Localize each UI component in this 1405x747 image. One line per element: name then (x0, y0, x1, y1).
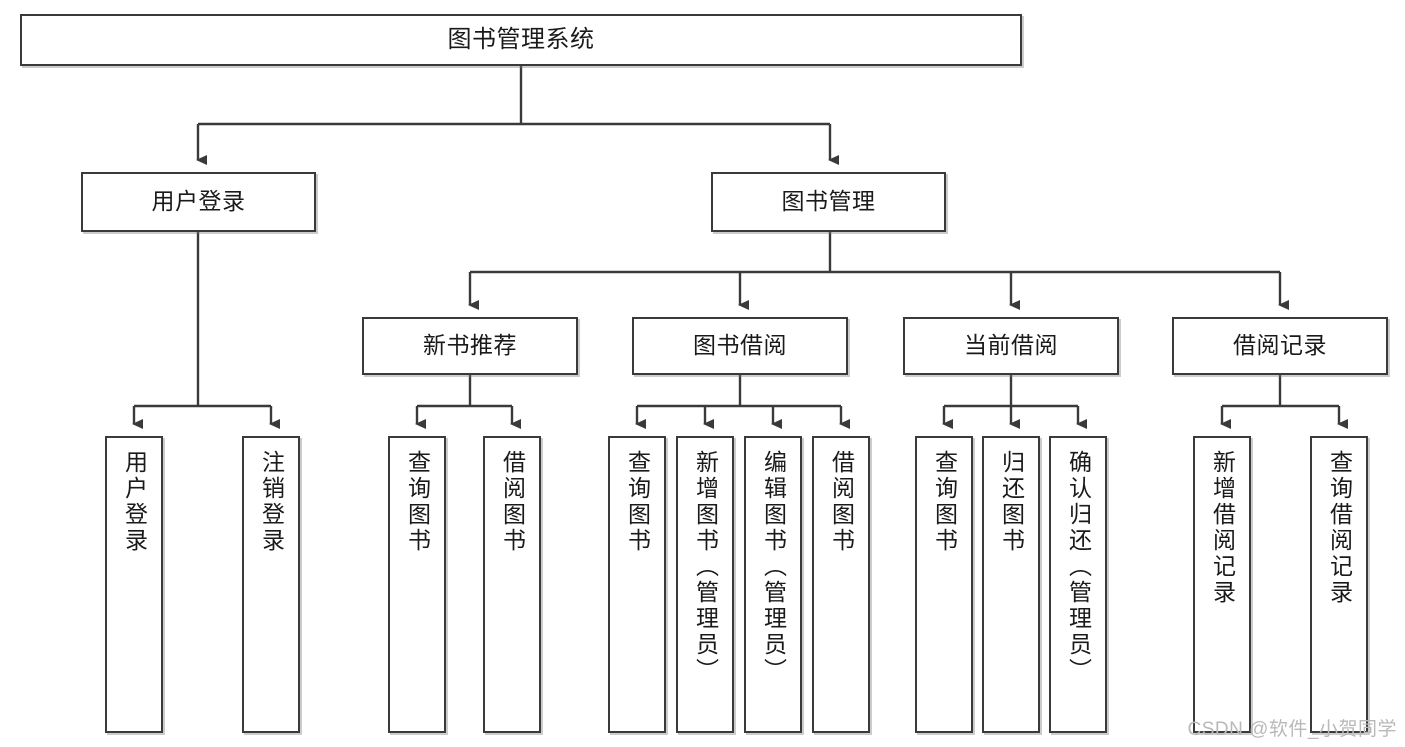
node-leaf-query-book-1[interactable]: 查询图书 (388, 436, 446, 733)
node-new-book-rec[interactable]: 新书推荐 (362, 317, 578, 375)
node-borrow-record[interactable]: 借阅记录 (1172, 317, 1388, 375)
node-book-manage-label: 图书管理 (781, 188, 876, 215)
node-leaf-user-logout-label: 注销登录 (258, 450, 285, 554)
node-book-borrow[interactable]: 图书借阅 (632, 317, 848, 375)
node-user-login[interactable]: 用户登录 (81, 172, 316, 232)
node-leaf-query-book-2-label: 查询图书 (624, 450, 651, 554)
node-leaf-edit-book-label: 编辑图书（管理员） (760, 450, 787, 684)
node-root[interactable]: 图书管理系统 (20, 14, 1022, 66)
node-leaf-query-record[interactable]: 查询借阅记录 (1310, 436, 1368, 733)
node-leaf-confirm-return-label: 确认归还（管理员） (1065, 450, 1092, 684)
node-leaf-borrow-book-1[interactable]: 借阅图书 (483, 436, 541, 733)
node-leaf-add-record[interactable]: 新增借阅记录 (1193, 436, 1251, 733)
node-root-label: 图书管理系统 (447, 25, 595, 53)
node-leaf-borrow-book-2-label: 借阅图书 (828, 450, 855, 554)
node-leaf-borrow-book-1-label: 借阅图书 (499, 450, 526, 554)
node-leaf-borrow-book-2[interactable]: 借阅图书 (812, 436, 870, 733)
node-current-borrow-label: 当前借阅 (964, 332, 1058, 359)
node-new-book-rec-label: 新书推荐 (423, 332, 517, 359)
node-leaf-query-book-3[interactable]: 查询图书 (915, 436, 973, 733)
node-borrow-record-label: 借阅记录 (1233, 332, 1327, 359)
node-leaf-add-book-label: 新增图书（管理员） (692, 450, 719, 684)
node-leaf-query-book-2[interactable]: 查询图书 (608, 436, 666, 733)
node-leaf-query-book-3-label: 查询图书 (931, 450, 958, 554)
node-leaf-confirm-return[interactable]: 确认归还（管理员） (1049, 436, 1107, 733)
node-leaf-query-record-label: 查询借阅记录 (1326, 450, 1353, 606)
node-leaf-add-book[interactable]: 新增图书（管理员） (676, 436, 734, 733)
node-leaf-return-book[interactable]: 归还图书 (982, 436, 1040, 733)
node-leaf-edit-book[interactable]: 编辑图书（管理员） (744, 436, 802, 733)
node-leaf-query-book-1-label: 查询图书 (404, 450, 431, 554)
node-current-borrow[interactable]: 当前借阅 (903, 317, 1119, 375)
node-leaf-user-login-label: 用户登录 (121, 450, 148, 554)
node-book-manage[interactable]: 图书管理 (711, 172, 946, 232)
node-leaf-return-book-label: 归还图书 (998, 450, 1025, 554)
node-leaf-add-record-label: 新增借阅记录 (1209, 450, 1236, 606)
node-leaf-user-logout[interactable]: 注销登录 (242, 436, 300, 733)
node-user-login-label: 用户登录 (151, 188, 246, 215)
node-leaf-user-login[interactable]: 用户登录 (105, 436, 163, 733)
node-book-borrow-label: 图书借阅 (693, 332, 787, 359)
